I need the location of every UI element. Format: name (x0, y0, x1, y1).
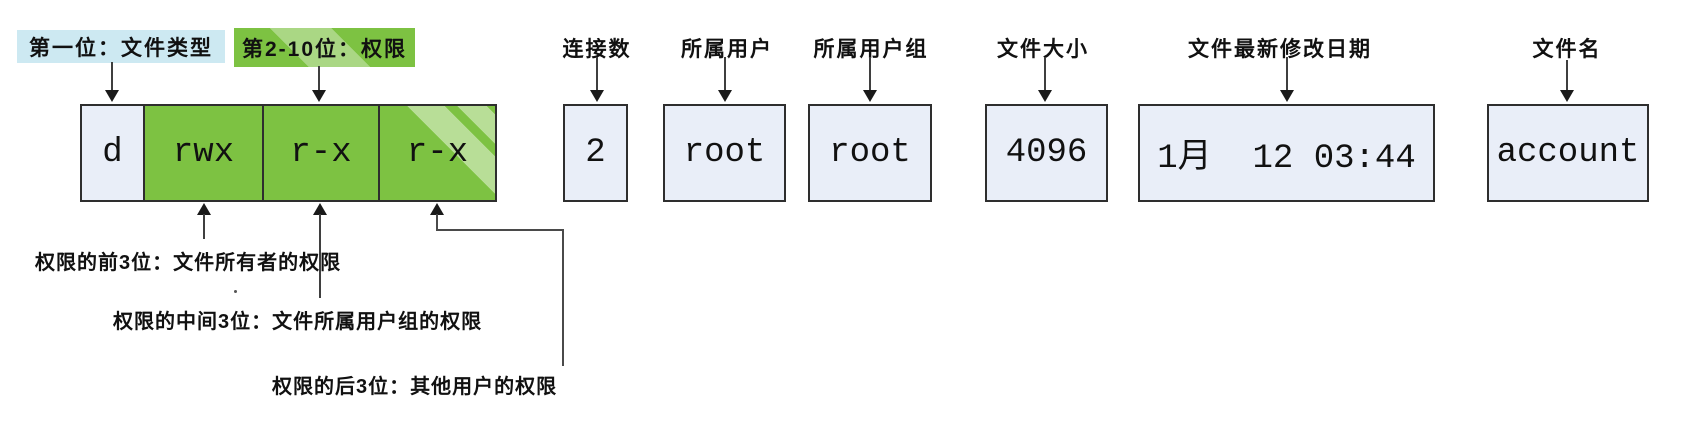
name-arrow-head-icon (1560, 90, 1574, 102)
group-value-box: root (808, 104, 932, 202)
permission-arrow-line (318, 66, 320, 90)
file-type-arrow-head-icon (105, 90, 119, 102)
file-type-arrow-line (111, 62, 113, 90)
mtime-arrow-line (1286, 57, 1288, 90)
owner-value-box: root (663, 104, 786, 202)
group-note-arrow-head-icon (313, 203, 327, 215)
mtime-arrow-head-icon (1280, 90, 1294, 102)
permission-callout: 第2-10位：权限 (234, 28, 415, 67)
group-note-arrow-line (319, 214, 321, 298)
name-arrow-line (1566, 60, 1568, 90)
owner-arrow-line (724, 57, 726, 90)
links-label: 连接数 (562, 38, 632, 61)
links-value-box: 2 (563, 104, 628, 202)
owner-note-arrow-line (203, 214, 205, 239)
size-arrow-head-icon (1038, 90, 1052, 102)
group-permission-note: 权限的中间3位：文件所属用户组的权限 (113, 311, 483, 333)
group-label: 所属用户组 (813, 38, 929, 61)
file-type-callout: 第一位：文件类型 (17, 30, 225, 63)
group-permission-cell: r-x (262, 104, 380, 202)
links-arrow-line (596, 57, 598, 90)
stray-dot (234, 290, 237, 293)
file-type-cell: d (80, 104, 145, 202)
other-permission-note: 权限的后3位：其他用户的权限 (272, 376, 558, 398)
mtime-label: 文件最新修改日期 (1188, 38, 1372, 61)
owner-permission-cell: rwx (143, 104, 264, 202)
other-note-arrow-line-v2 (562, 229, 564, 366)
links-arrow-head-icon (590, 90, 604, 102)
group-arrow-line (869, 57, 871, 90)
owner-label: 所属用户 (681, 38, 773, 61)
size-value-box: 4096 (985, 104, 1108, 202)
owner-permission-note: 权限的前3位：文件所有者的权限 (35, 252, 342, 274)
other-note-arrow-head-icon (430, 203, 444, 215)
name-value-box: account (1487, 104, 1649, 202)
permission-arrow-head-icon (312, 90, 326, 102)
other-note-arrow-line-v1 (436, 214, 438, 230)
mtime-value-box: 1月 12 03:44 (1138, 104, 1435, 202)
size-label: 文件大小 (997, 38, 1089, 61)
name-label: 文件名 (1532, 38, 1602, 61)
group-arrow-head-icon (863, 90, 877, 102)
owner-arrow-head-icon (718, 90, 732, 102)
size-arrow-line (1044, 57, 1046, 90)
other-note-arrow-line-h (436, 229, 564, 231)
other-permission-cell: r-x (378, 104, 497, 202)
owner-note-arrow-head-icon (197, 203, 211, 215)
